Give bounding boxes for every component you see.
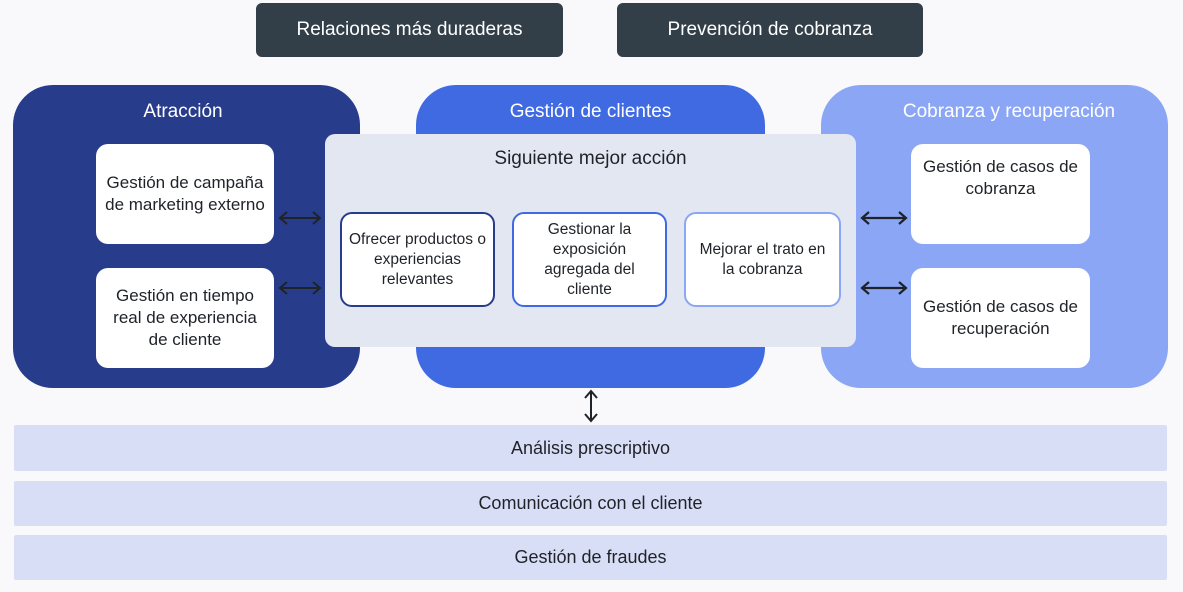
action-gestionar-exposicion: Gestionar la exposición agregada del cli… (512, 212, 667, 307)
customer-management-title: Gestión de clientes (509, 101, 672, 122)
band-comunicacion-cliente-label: Comunicación con el cliente (478, 493, 703, 513)
next-best-action-title: Siguiente mejor acción (494, 148, 687, 169)
double-arrow-horizontal-icon (858, 207, 910, 229)
card-casos-cobranza: Gestión de casos de cobranza (911, 144, 1090, 244)
tag-relaciones: Relaciones más duraderas (256, 3, 563, 57)
action-gestionar-exposicion-label: Gestionar la exposición agregada del cli… (544, 220, 635, 298)
action-ofrecer-productos-label: Ofrecer productos o experiencias relevan… (349, 230, 486, 288)
double-arrow-vertical-icon (579, 388, 603, 424)
action-ofrecer-productos: Ofrecer productos o experiencias relevan… (340, 212, 495, 307)
card-casos-recuperacion: Gestión de casos de recuperación (911, 268, 1090, 368)
double-arrow-horizontal-icon (276, 207, 324, 229)
double-arrow-horizontal-icon (276, 277, 324, 299)
tag-prevencion: Prevención de cobranza (617, 3, 923, 57)
action-mejorar-trato-label: Mejorar el trato en la cobranza (699, 240, 826, 278)
tag-prevencion-label: Prevención de cobranza (667, 19, 873, 40)
double-arrow-horizontal-icon (858, 277, 910, 299)
card-casos-cobranza-label: Gestión de casos de cobranza (923, 157, 1078, 198)
band-comunicacion-cliente: Comunicación con el cliente (14, 481, 1167, 526)
tag-relaciones-label: Relaciones más duraderas (296, 19, 523, 40)
action-mejorar-trato: Mejorar el trato en la cobranza (684, 212, 841, 307)
card-experiencia-cliente: Gestión en tiempo real de experiencia de… (96, 268, 274, 368)
band-analisis-prescriptivo-label: Análisis prescriptivo (510, 437, 671, 458)
card-campana-marketing: Gestión de campaña de marketing externo (96, 144, 274, 244)
collections-title: Cobranza y recuperación (902, 101, 1116, 122)
attraction-title: Atracción (143, 101, 223, 122)
card-experiencia-cliente-label: Gestión en tiempo real de experiencia de… (113, 286, 257, 349)
band-analisis-prescriptivo: Análisis prescriptivo (14, 425, 1167, 471)
band-gestion-fraudes: Gestión de fraudes (14, 535, 1167, 580)
card-campana-marketing-label: Gestión de campaña de marketing externo (105, 173, 265, 214)
band-gestion-fraudes-label: Gestión de fraudes (514, 547, 667, 567)
card-casos-recuperacion-label: Gestión de casos de recuperación (923, 297, 1078, 338)
